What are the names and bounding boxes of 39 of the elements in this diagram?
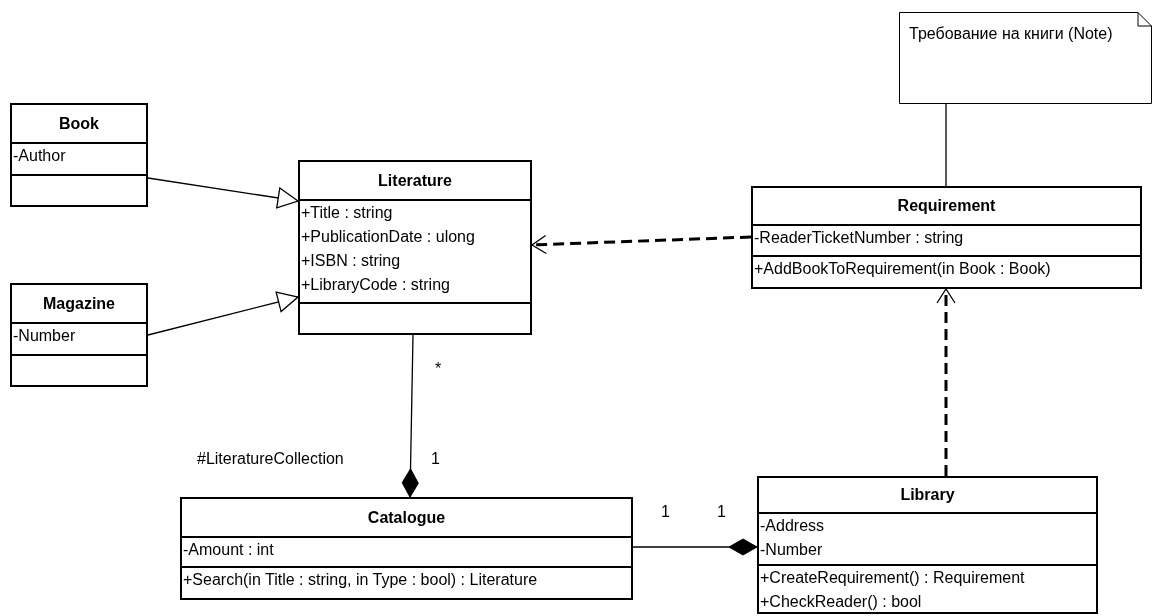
attribute-text: -Author — [12, 146, 67, 166]
class-box — [180, 497, 633, 600]
generalization-arrow — [147, 177, 299, 209]
dependency-arrow — [531, 234, 752, 255]
multiplicity-label: #LiteratureCollection — [197, 450, 344, 468]
class-name: Library — [899, 486, 956, 504]
attribute-text: -Number — [12, 326, 77, 346]
composition-line — [401, 334, 419, 498]
class-name: Catalogue — [366, 508, 447, 527]
multiplicity-label: * — [435, 360, 442, 378]
class-box — [298, 160, 532, 335]
attribute-text: -Amount : int — [182, 540, 275, 560]
class-name: Book — [58, 114, 100, 133]
attribute-text: -ReaderTicketNumber : string — [753, 228, 965, 248]
operation-text: +Search(in Title : string, in Type : bool) : Literature — [182, 570, 539, 590]
class-name: Literature — [377, 171, 453, 190]
connector-line — [945, 103, 947, 187]
class-name: Requirement — [896, 197, 997, 215]
attribute-text: +PublicationDate : ulong — [300, 227, 476, 247]
composition-line — [632, 538, 758, 556]
attribute-text: -Number — [759, 540, 824, 560]
dependency-arrow — [936, 288, 956, 476]
class-box — [757, 476, 1098, 614]
class-box — [10, 283, 148, 387]
multiplicity-label: 1 — [717, 503, 726, 521]
attribute-text: +LibraryCode : string — [300, 275, 451, 295]
operation-text: +CreateRequirement() : Requirement — [759, 568, 1026, 588]
attribute-text: -Address — [759, 516, 826, 536]
class-name: Magazine — [42, 294, 116, 313]
class-box — [10, 103, 148, 207]
attribute-text: +Title : string — [300, 203, 394, 223]
operation-text: +CheckReader() : bool — [759, 592, 923, 612]
note-text: Требование на книги (Note) — [908, 24, 1114, 43]
generalization-arrow — [147, 291, 299, 336]
multiplicity-label: 1 — [661, 503, 670, 521]
operation-text: +AddBookToRequirement(in Book : Book) — [753, 259, 1052, 279]
multiplicity-label: 1 — [431, 450, 440, 468]
class-box — [751, 186, 1142, 289]
attribute-text: +ISBN : string — [300, 251, 402, 271]
